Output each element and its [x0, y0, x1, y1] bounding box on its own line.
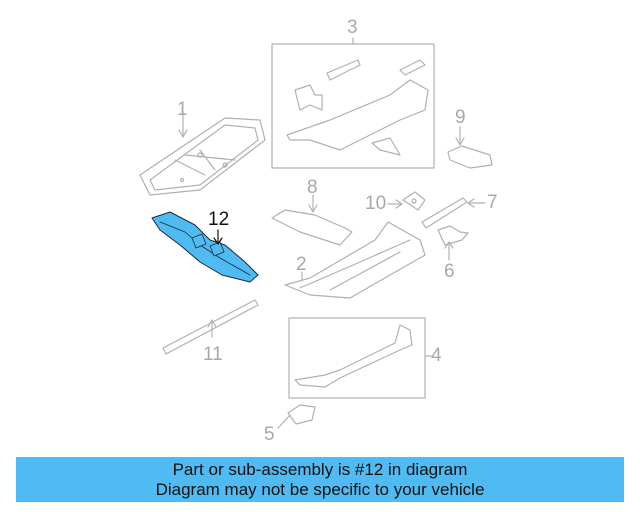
callout-1: 1	[177, 99, 188, 120]
part-2-floor-panel[interactable]	[284, 221, 426, 299]
part-8-plate[interactable]	[271, 194, 353, 246]
callout-12: 12	[208, 209, 230, 230]
callout-8: 8	[307, 177, 318, 198]
parts-diagram: 1 2 3 4 5 6 7 8 9 10 11 12	[139, 17, 498, 445]
part-6-bracket[interactable]	[437, 225, 469, 261]
callout-9: 9	[455, 107, 466, 128]
callout-6: 6	[444, 261, 455, 282]
part-3-group-box[interactable]	[271, 37, 435, 169]
callout-3: 3	[347, 17, 358, 38]
part-5-grommet[interactable]	[277, 404, 316, 429]
part-10-patch[interactable]	[387, 191, 426, 211]
banner-line-2: Diagram may not be specific to your vehi…	[155, 480, 485, 499]
part-7-rail[interactable]	[421, 197, 486, 229]
callout-10: 10	[365, 193, 387, 214]
callout-4: 4	[431, 345, 442, 366]
part-1-floor-pan[interactable]	[139, 111, 266, 196]
callout-2: 2	[296, 254, 307, 275]
banner-line-1: Part or sub-assembly is #12 in diagram	[172, 460, 468, 479]
callout-7: 7	[487, 192, 498, 213]
part-12-highlighted[interactable]	[151, 211, 259, 283]
callout-5: 5	[264, 424, 275, 445]
part-11-rail[interactable]	[162, 299, 259, 355]
callout-11: 11	[203, 344, 223, 365]
part-9-bracket[interactable]	[447, 126, 493, 169]
part-4-group-box[interactable]	[288, 317, 432, 399]
part-info-banner: Part or sub-assembly is #12 in diagram D…	[16, 457, 624, 502]
